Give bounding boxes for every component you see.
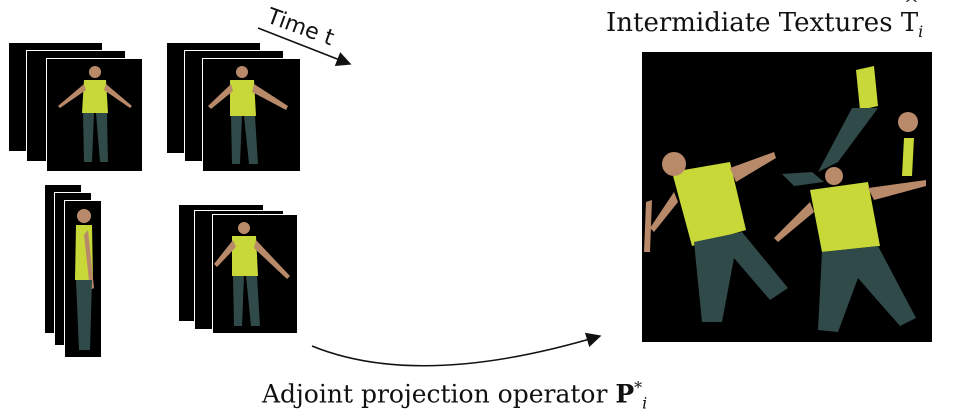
person-front-2-figure bbox=[208, 66, 288, 164]
view-stack-three-quarter bbox=[178, 204, 298, 334]
person-three-quarter-figure bbox=[214, 222, 290, 326]
operator-superscript: * bbox=[634, 378, 643, 397]
texture-title: Intermidiate Textures ^Ti bbox=[606, 0, 924, 42]
texture-body-parts bbox=[644, 66, 926, 332]
operator-label-text: Adjoint projection operator bbox=[262, 379, 616, 409]
person-front-figure bbox=[58, 66, 132, 162]
view-stack-front bbox=[8, 42, 143, 174]
person-side-figure bbox=[75, 209, 94, 350]
texture-title-text: Intermidiate Textures bbox=[606, 8, 901, 38]
operator-label: Adjoint projection operator P*i bbox=[262, 378, 647, 412]
operator-subscript: i bbox=[642, 393, 648, 413]
projection-arrow bbox=[311, 332, 602, 367]
texture-symbol: ^T bbox=[901, 0, 919, 38]
texture-hat: ^ bbox=[903, 0, 919, 15]
view-stack-side bbox=[44, 184, 104, 359]
operator-symbol: P bbox=[615, 379, 635, 409]
time-arrow bbox=[257, 27, 352, 67]
view-stack-front-2 bbox=[166, 42, 301, 174]
intermediate-texture-image bbox=[642, 52, 932, 342]
texture-subscript: i bbox=[918, 22, 924, 42]
